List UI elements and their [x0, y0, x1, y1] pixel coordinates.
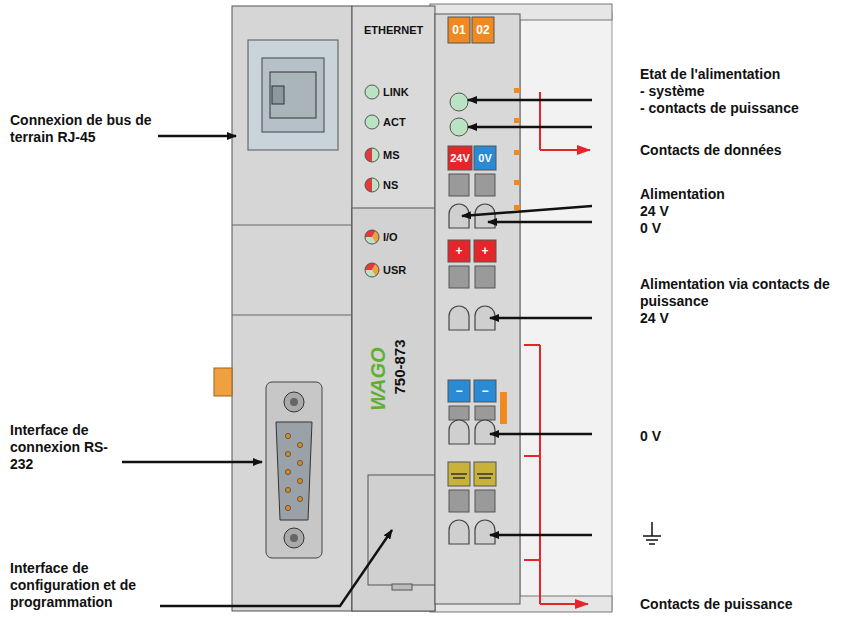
led-label: USR: [383, 264, 433, 277]
terminal-marker: +: [448, 240, 470, 262]
terminal-number: 01: [448, 19, 470, 41]
terminal-marker: 24V: [448, 147, 472, 169]
led-label: LINK: [383, 86, 433, 99]
callout-label: Contacts de puissance: [640, 596, 840, 613]
led-label: I/O: [383, 231, 433, 244]
callout-label: 0 V: [640, 220, 840, 237]
terminal-marker: +: [474, 240, 496, 262]
ground-symbol: [643, 522, 661, 544]
callout-label: Alimentation via contacts de puissance: [640, 276, 830, 310]
section-label: ETHERNET: [364, 24, 434, 37]
terminal-number: 02: [472, 19, 494, 41]
callout-label: - contacts de puissance: [640, 100, 840, 117]
callout-label: Contacts de données: [640, 142, 840, 159]
brand-logo: WAGO: [367, 329, 389, 429]
model-number: 750-873: [391, 317, 409, 417]
callout-label: 24 V: [640, 310, 830, 327]
callout-label: Interface de configuration et de program…: [10, 560, 178, 611]
terminal-marker: 0V: [474, 147, 496, 169]
callout-label: Etat de l'alimentation: [640, 66, 840, 83]
terminal-marker: −: [474, 380, 496, 402]
led-label: MS: [383, 149, 433, 162]
led-label: NS: [383, 179, 433, 192]
callout-label: Alimentation: [640, 186, 840, 203]
terminal-marker: −: [448, 380, 470, 402]
callout-label: Interface de connexion RS-232: [10, 422, 122, 473]
callout-label: 24 V: [640, 203, 840, 220]
callout-label: 0 V: [640, 428, 840, 445]
led-label: ACT: [383, 116, 433, 129]
callout-label: Connexion de bus de terrain RJ-45: [10, 112, 160, 146]
callout-label: - système: [640, 83, 840, 100]
